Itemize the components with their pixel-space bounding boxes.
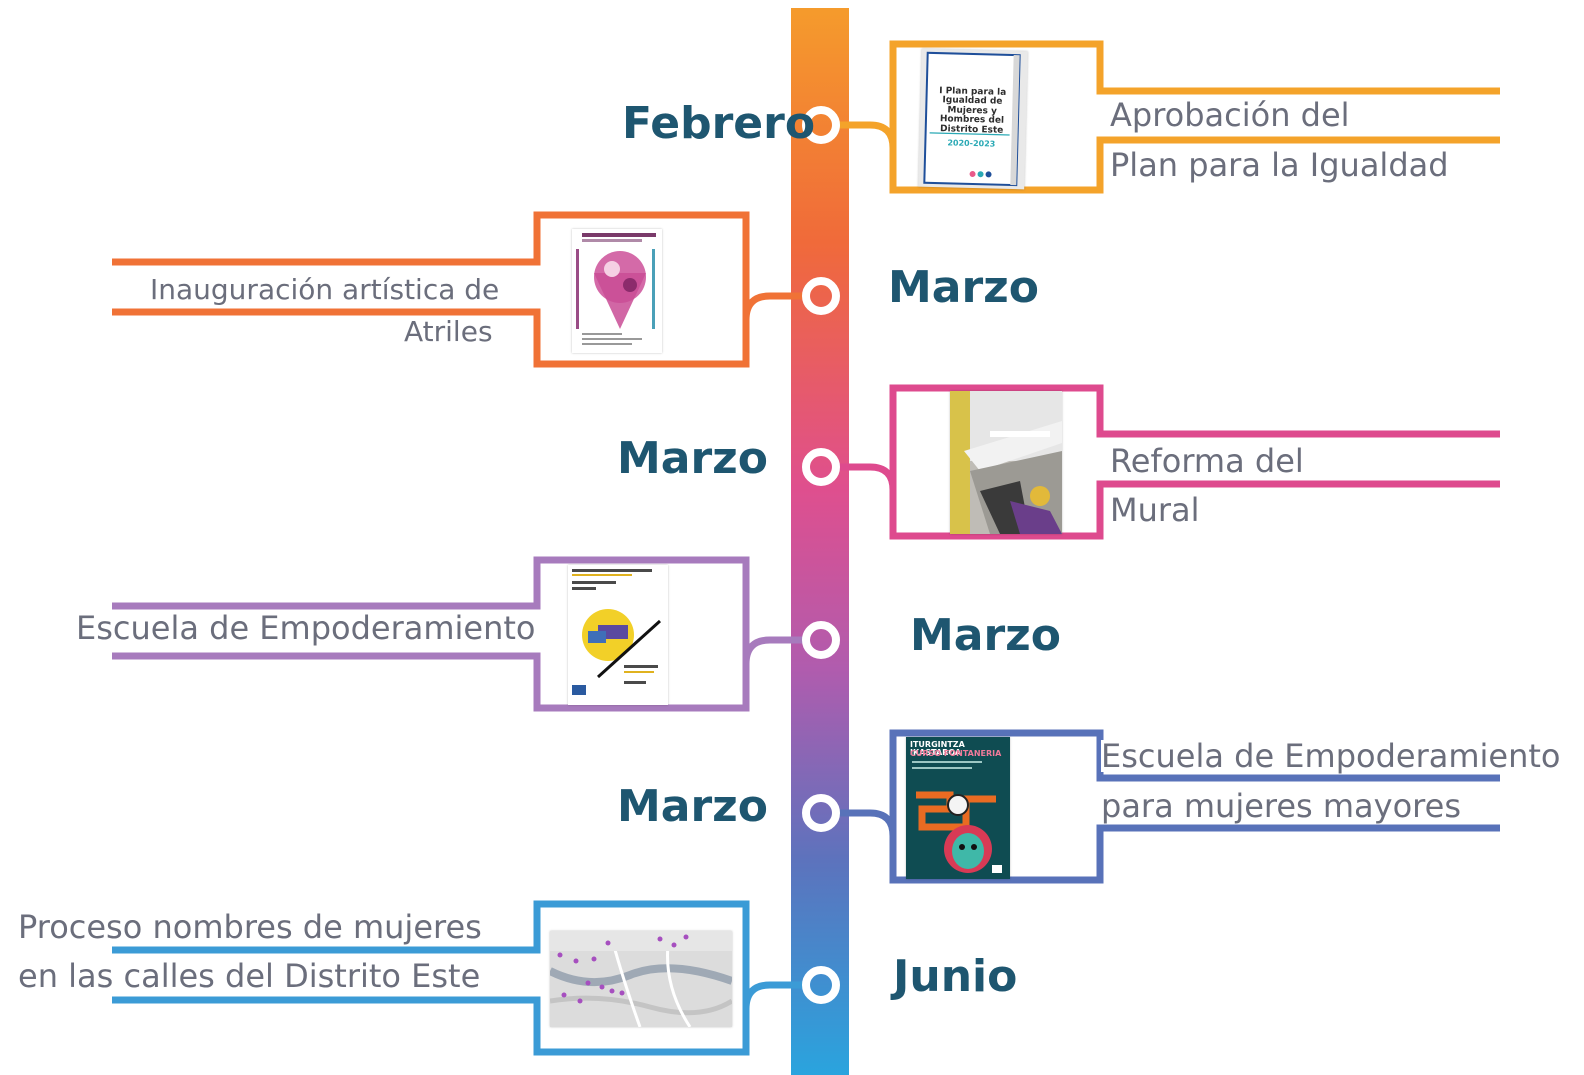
timeline-node-5: [802, 794, 840, 832]
event-title-4-line1: Escuela de Empoderamiento: [74, 609, 538, 647]
event-connector-6: [112, 900, 806, 1056]
plan-document-thumbnail: I Plan para la Igualdad de Mujeres y Hom…: [918, 48, 1028, 190]
timeline-node-1: [802, 106, 840, 144]
month-label-6: Junio: [893, 951, 1018, 1002]
timeline-node-3: [802, 448, 840, 486]
event-connector-5: [836, 729, 1500, 884]
fontaneria-poster-title: ITURGINTZA IKASTAROA: [910, 740, 965, 758]
event-title-6-line2: en las calles del Distrito Este: [16, 957, 483, 995]
timeline-node-4: [802, 621, 840, 659]
event-connector-3: [836, 384, 1500, 540]
street-map-thumbnail: [550, 931, 732, 1027]
timeline-node-2: [802, 277, 840, 315]
timeline-node-6: [802, 966, 840, 1004]
event-connector-2: [112, 211, 806, 368]
month-label-2: Marzo: [888, 262, 1040, 313]
event-title-5-line1: Escuela de Empoderamiento: [1101, 737, 1561, 775]
event-title-1-line2: Plan para la Igualdad: [1108, 146, 1451, 184]
month-label-3: Marzo: [617, 433, 769, 484]
timeline-spine: [791, 8, 849, 1075]
event-title-3-line2: Mural: [1108, 491, 1202, 529]
event-title-3-line1: Reforma del: [1108, 442, 1306, 480]
fontaneria-poster-thumbnail: ITURGINTZA IKASTAROA CURSO FONTANERIA: [906, 737, 1010, 879]
event-connector-4: [112, 556, 806, 712]
event-title-6-line1: Proceso nombres de mujeres: [16, 908, 484, 946]
event-title-2-line1: Inauguración artística de: [148, 273, 502, 306]
event-title-2-line2: Atriles: [402, 315, 495, 348]
event-title-5-line2: para mujeres mayores: [1101, 787, 1461, 825]
month-label-1: Febrero: [622, 98, 816, 149]
fontaneria-poster-subtitle: CURSO FONTANERIA: [910, 749, 1002, 758]
mural-photo-thumbnail: [950, 391, 1062, 534]
plan-document-title: I Plan para la Igualdad de Mujeres y Hom…: [939, 86, 1007, 136]
month-label-4: Marzo: [910, 610, 1062, 661]
month-label-5: Marzo: [617, 781, 769, 832]
empoderamiento-poster-thumbnail: [568, 565, 668, 705]
event-connector-1: [836, 40, 1500, 194]
atriles-poster-thumbnail: [572, 229, 662, 353]
event-title-1-line1: Aprobación del: [1108, 96, 1352, 134]
